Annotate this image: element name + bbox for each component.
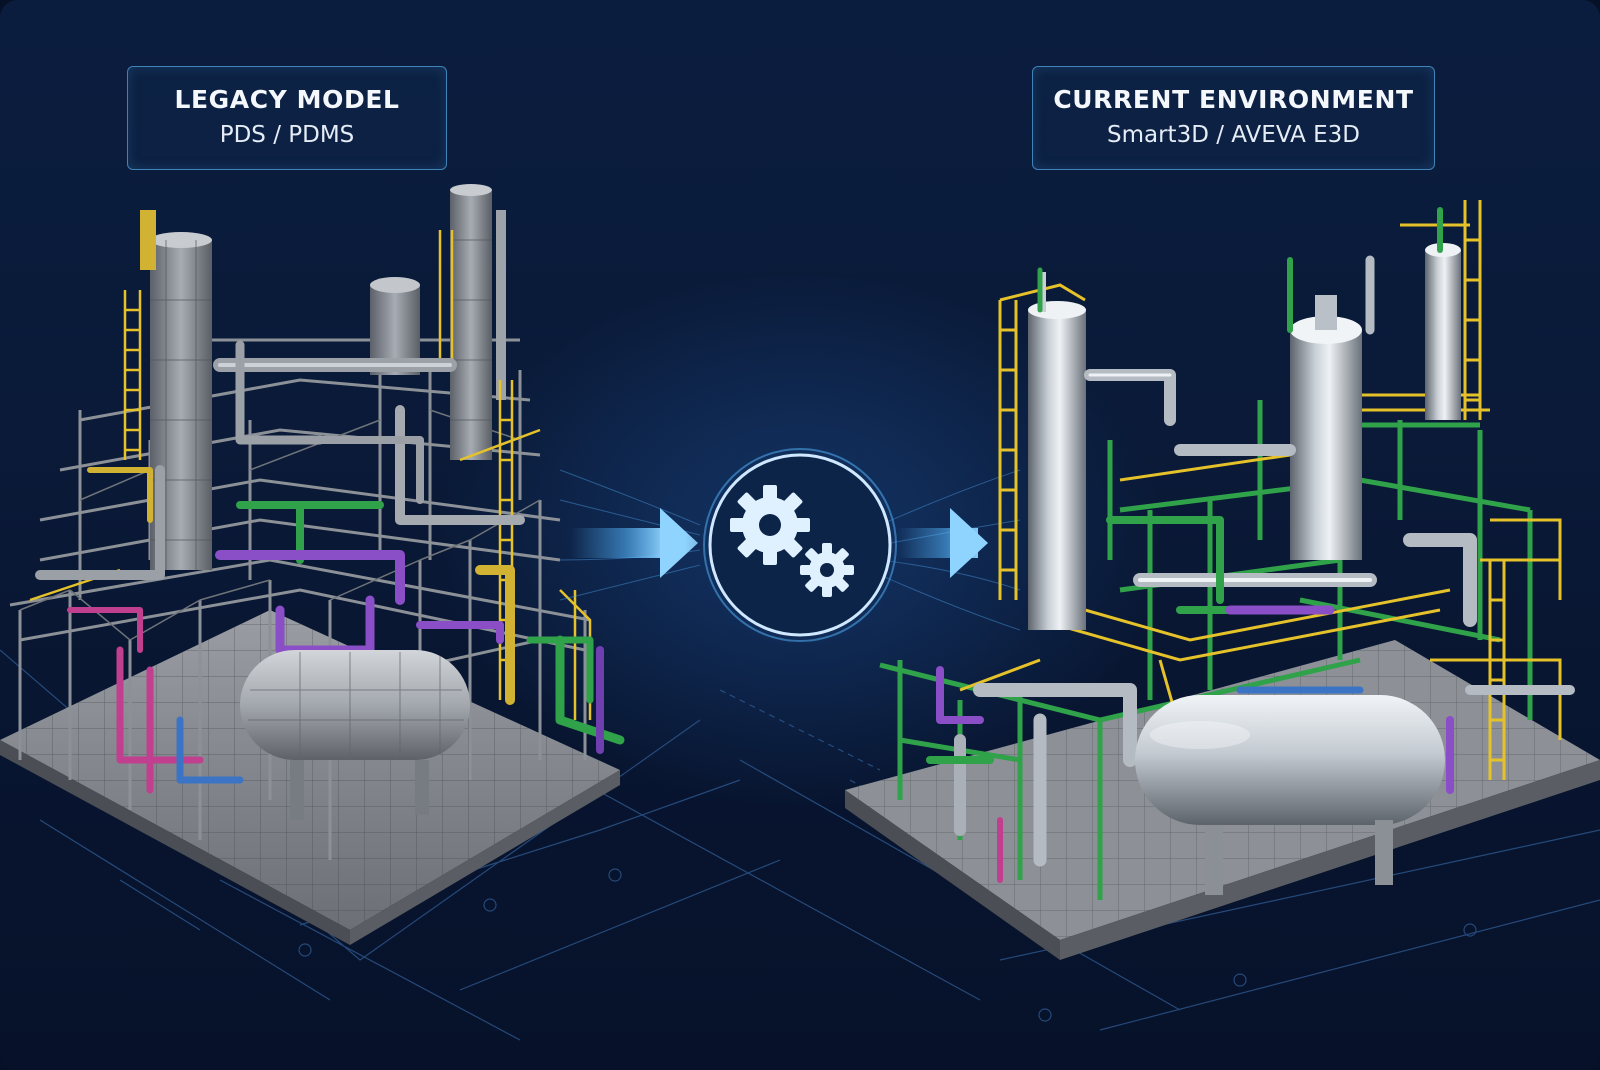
arrow-right-icon [570, 508, 698, 578]
conversion-hub [559, 430, 1021, 660]
current-environment-title: CURRENT ENVIRONMENT [1053, 85, 1414, 114]
arrow-right-icon [898, 508, 988, 578]
legacy-model-label: LEGACY MODEL PDS / PDMS [127, 66, 447, 170]
gears-icon [730, 485, 854, 597]
legacy-model-title: LEGACY MODEL [174, 85, 400, 114]
legacy-model-subtitle: PDS / PDMS [219, 122, 355, 148]
current-plant-model [845, 200, 1600, 960]
current-environment-subtitle: Smart3D / AVEVA E3D [1107, 122, 1360, 148]
current-drum [1135, 695, 1445, 895]
current-environment-label: CURRENT ENVIRONMENT Smart3D / AVEVA E3D [1032, 66, 1435, 170]
legacy-plant-model [0, 184, 625, 945]
legacy-drum [240, 650, 470, 820]
